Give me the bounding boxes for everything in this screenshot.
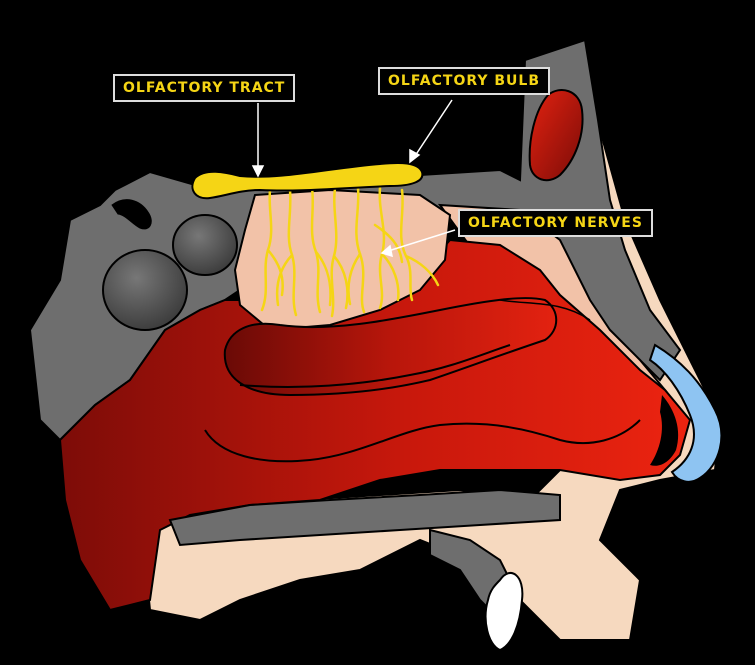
olfactory-tract-label: OLFACTORY TRACT [113,74,295,102]
olfactory-nerves-label: OLFACTORY NERVES [458,209,653,237]
sphenoid-sinus-large [103,250,187,330]
olfactory-bulb-label: OLFACTORY BULB [378,67,550,95]
sphenoid-sinus-small [173,215,237,275]
